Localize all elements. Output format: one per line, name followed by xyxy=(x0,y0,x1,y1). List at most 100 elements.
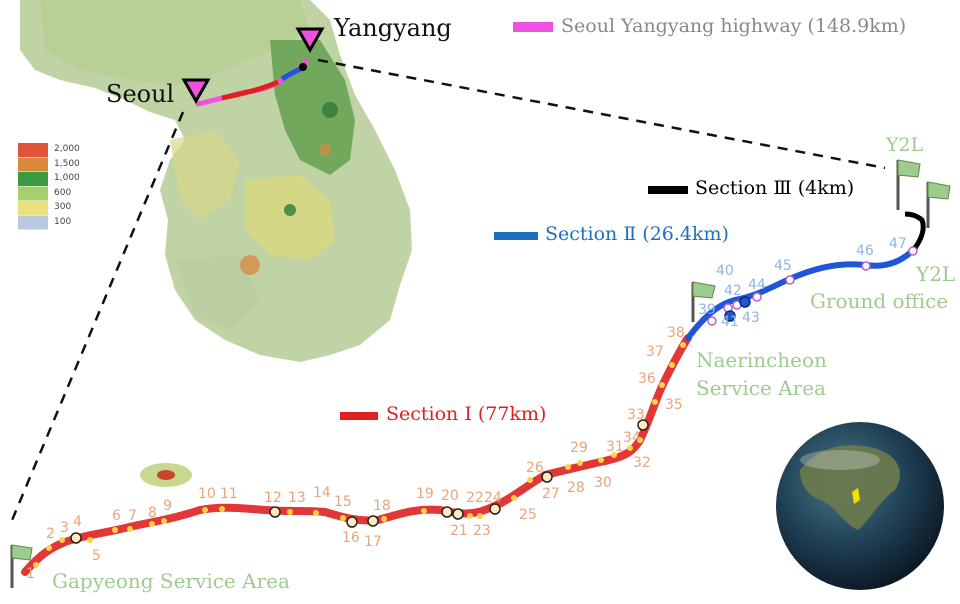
station-markers xyxy=(33,246,918,568)
station-number: 12 xyxy=(264,490,282,506)
station-number: 18 xyxy=(373,498,391,514)
station-marker xyxy=(527,477,533,483)
station-marker xyxy=(313,510,319,516)
station-number: 7 xyxy=(128,508,137,524)
station-marker xyxy=(669,362,675,368)
station-marker xyxy=(87,537,93,543)
station-number: 3 xyxy=(60,520,69,536)
station-number: 34 xyxy=(623,430,641,446)
station-number: 39 xyxy=(698,302,716,318)
station-marker xyxy=(452,508,464,520)
highway-legend-label: Seoul Yangyang highway (148.9km) xyxy=(561,15,907,37)
flag-icon xyxy=(926,181,951,228)
station-marker xyxy=(637,437,643,443)
station-number: 15 xyxy=(334,494,352,510)
section1-label: Section Ⅰ (77km) xyxy=(386,403,547,425)
section2-swatch xyxy=(494,232,538,240)
station-number: 22 xyxy=(466,490,484,506)
place-naerincheon-line2: Service Area xyxy=(696,376,826,400)
station-marker xyxy=(489,503,501,515)
elevation-swatch xyxy=(18,186,48,201)
station-marker xyxy=(59,537,65,543)
station-marker xyxy=(598,457,604,463)
elevation-legend-label: 1,500 xyxy=(54,158,80,169)
station-number: 25 xyxy=(519,507,537,523)
station-number: 10 xyxy=(198,486,216,502)
elevation-legend-swatches xyxy=(18,143,48,230)
station-marker xyxy=(627,445,633,451)
station-number: 26 xyxy=(526,460,544,476)
section1-swatch xyxy=(340,412,378,420)
zoom-connector-left xyxy=(8,111,185,526)
station-number: 9 xyxy=(163,498,172,514)
place-y2l-ground-line2: Ground office xyxy=(810,289,949,313)
place-y2l-ground-line1: Y2L xyxy=(916,262,956,286)
station-marker xyxy=(908,246,918,256)
mountain-spot xyxy=(322,102,338,118)
elevation-legend-label: 600 xyxy=(54,187,72,198)
mountain-spot xyxy=(319,144,331,156)
korea-highlands xyxy=(245,175,335,260)
korea-west-lowland xyxy=(170,130,240,220)
station-number: 28 xyxy=(567,480,585,496)
place-y2l-top: Y2L xyxy=(886,134,924,156)
station-number: 45 xyxy=(774,258,792,274)
station-marker xyxy=(652,399,658,405)
elevation-legend-label: 100 xyxy=(54,216,72,227)
station-marker xyxy=(637,419,649,431)
station-number: 40 xyxy=(716,263,734,279)
elevation-legend-label: 2,000 xyxy=(54,144,80,154)
korea-north-land xyxy=(40,0,310,85)
elevation-swatch xyxy=(18,143,48,157)
highway-legend-swatch xyxy=(513,22,553,32)
place-naerincheon-line1: Naerincheon xyxy=(696,348,827,372)
station-number: 31 xyxy=(606,439,624,455)
elevation-legend-label: 300 xyxy=(54,202,72,212)
station-number: 35 xyxy=(665,397,683,413)
station-number: 2 xyxy=(46,526,55,542)
station-number: 46 xyxy=(856,243,874,259)
station-marker xyxy=(577,460,583,466)
flag-icon xyxy=(691,281,716,322)
station-marker xyxy=(739,296,751,308)
station-marker xyxy=(752,292,762,302)
jeju-peak xyxy=(157,470,175,480)
elevation-swatch xyxy=(18,201,48,215)
station-marker xyxy=(46,545,52,551)
station-marker xyxy=(611,452,617,458)
station-number: 14 xyxy=(313,485,331,501)
station-number: 1 xyxy=(26,566,35,582)
elevation-swatch xyxy=(18,157,48,172)
station-number: 8 xyxy=(148,505,157,521)
city-label-seoul: Seoul xyxy=(106,80,175,108)
station-marker xyxy=(287,509,293,515)
section2-label: Section Ⅱ (26.4km) xyxy=(545,223,729,245)
mountain-spot xyxy=(284,204,296,216)
station-marker xyxy=(565,464,571,470)
station-number: 33 xyxy=(627,407,645,423)
station-marker xyxy=(381,516,387,522)
station-number: 43 xyxy=(742,310,760,326)
station-number: 19 xyxy=(416,486,434,502)
station-marker xyxy=(421,508,427,514)
yangyang-marker xyxy=(295,27,325,54)
station-marker xyxy=(724,310,736,322)
zoom-connector-top xyxy=(317,58,886,170)
station-number: 24 xyxy=(484,490,502,506)
station-number: 6 xyxy=(112,508,121,524)
station-marker xyxy=(861,261,871,271)
station-marker xyxy=(785,275,795,285)
station-marker xyxy=(659,382,665,388)
station-marker xyxy=(467,513,473,519)
place-gapyeong: Gapyeong Service Area xyxy=(52,569,290,593)
station-number: 4 xyxy=(73,514,82,530)
station-number: 23 xyxy=(473,523,491,539)
section3-label: Section Ⅲ (4km) xyxy=(695,177,855,199)
station-number: 20 xyxy=(441,488,459,504)
station-marker xyxy=(269,506,281,518)
station-number: 44 xyxy=(748,277,766,293)
globe-continent xyxy=(800,445,900,530)
station-number: 36 xyxy=(638,371,656,387)
